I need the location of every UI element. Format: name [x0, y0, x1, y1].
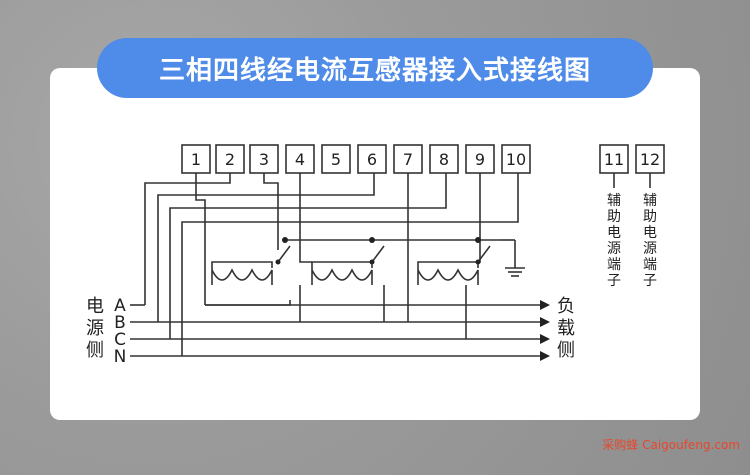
terminal-10: 10: [506, 150, 526, 169]
diagram-title: 三相四线经电流互感器接入式接线图: [97, 38, 653, 98]
terminal-2: 2: [225, 150, 235, 169]
terminal-box-10: [501, 144, 531, 174]
terminal-6: 6: [367, 150, 377, 169]
terminal-8: 8: [439, 150, 449, 169]
terminal-box-12: [635, 144, 665, 174]
terminal-box-6: [357, 144, 387, 174]
terminal-4: 4: [295, 150, 305, 169]
terminal-box-5: [321, 144, 351, 174]
phase-c-label: C: [114, 330, 126, 350]
aux-label-11: 辅助电源端子: [607, 193, 621, 289]
terminal-9: 9: [475, 150, 485, 169]
terminal-box-11: [599, 144, 629, 174]
terminal-12: 12: [640, 150, 660, 169]
terminal-7: 7: [403, 150, 413, 169]
phase-a-label: A: [114, 296, 126, 316]
site-watermark: 采购蜂 Caigoufeng.com: [602, 438, 740, 452]
terminal-box-8: [429, 144, 459, 174]
aux-label-12: 辅助电源端子: [643, 193, 657, 289]
load-side-label: 负载侧: [557, 296, 575, 361]
phase-n-label: N: [114, 347, 127, 367]
terminal-11: 11: [604, 150, 624, 169]
terminal-5: 5: [331, 150, 341, 169]
phase-b-label: B: [114, 313, 126, 333]
source-side-label: 电源侧: [86, 296, 104, 361]
terminal-1: 1: [191, 150, 201, 169]
terminal-box-1: [181, 144, 211, 174]
terminal-3: 3: [259, 150, 269, 169]
terminal-box-9: [465, 144, 495, 174]
